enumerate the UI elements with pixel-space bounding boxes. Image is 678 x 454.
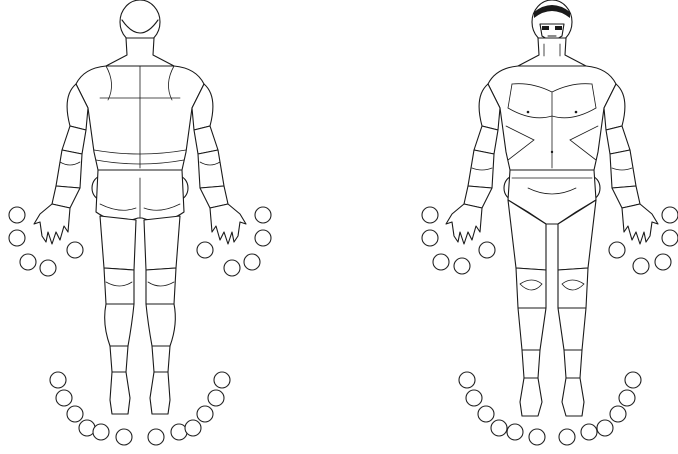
front-foot-marker[interactable] <box>625 372 641 388</box>
back-left-elbow <box>56 150 82 188</box>
back-left-hand-marker[interactable] <box>9 207 25 223</box>
back-foot-marker[interactable] <box>197 406 213 422</box>
front-right-hand-marker[interactable] <box>655 254 671 270</box>
front-foot-marker[interactable] <box>478 406 494 422</box>
back-foot-marker[interactable] <box>56 390 72 406</box>
back-foot-marker[interactable] <box>185 420 201 436</box>
back-left-knee <box>104 268 134 304</box>
front-foot-marker[interactable] <box>491 420 507 436</box>
back-foot-marker[interactable] <box>208 390 224 406</box>
back-head <box>120 0 160 44</box>
front-right-hand-marker[interactable] <box>662 207 678 223</box>
front-head <box>532 0 572 44</box>
back-left-hand-marker[interactable] <box>9 230 25 246</box>
front-foot-marker[interactable] <box>559 429 575 445</box>
back-left-hand <box>34 204 70 244</box>
back-right-knee <box>146 268 176 304</box>
front-foot-marker[interactable] <box>529 429 545 445</box>
front-right-hand <box>622 204 658 244</box>
back-view-figure <box>34 0 246 414</box>
back-left-hand-marker[interactable] <box>20 254 36 270</box>
back-right-foot <box>150 372 170 414</box>
back-foot-marker[interactable] <box>214 372 230 388</box>
back-foot-marker[interactable] <box>67 406 83 422</box>
front-foot-marker[interactable] <box>466 390 482 406</box>
front-feet-markers <box>459 372 641 445</box>
front-right-hand-marker[interactable] <box>662 230 678 246</box>
front-right-hand-marker[interactable] <box>609 242 625 258</box>
back-right-hand-marker[interactable] <box>224 260 240 276</box>
back-right-hand <box>210 204 246 244</box>
back-foot-marker[interactable] <box>50 372 66 388</box>
back-foot-marker[interactable] <box>79 420 95 436</box>
front-foot-marker[interactable] <box>459 372 475 388</box>
front-foot-marker[interactable] <box>581 424 597 440</box>
back-left-hand-marker[interactable] <box>67 242 83 258</box>
front-left-foot <box>520 378 542 416</box>
front-right-knee <box>558 268 588 308</box>
front-right-foot <box>562 378 584 416</box>
back-right-elbow <box>198 150 224 188</box>
back-left-hand-marker[interactable] <box>40 260 56 276</box>
front-left-knee <box>516 268 546 308</box>
back-foot-marker[interactable] <box>171 424 187 440</box>
back-pelvis <box>96 170 184 221</box>
back-torso <box>76 66 204 181</box>
front-left-hand-marker[interactable] <box>454 258 470 274</box>
back-foot-marker[interactable] <box>116 429 132 445</box>
back-foot-marker[interactable] <box>93 424 109 440</box>
front-torso <box>488 66 616 170</box>
back-left-foot <box>110 372 130 414</box>
front-foot-marker[interactable] <box>507 424 523 440</box>
front-right-hand-marker[interactable] <box>633 258 649 274</box>
front-foot-marker[interactable] <box>610 406 626 422</box>
front-left-hand-marker[interactable] <box>422 230 438 246</box>
back-right-hand-marker[interactable] <box>255 207 271 223</box>
back-right-hand-marker[interactable] <box>255 230 271 246</box>
front-left-hand-marker[interactable] <box>422 207 438 223</box>
back-right-hand-marker[interactable] <box>244 254 260 270</box>
front-foot-marker[interactable] <box>597 420 613 436</box>
front-left-hand <box>446 204 482 244</box>
front-foot-marker[interactable] <box>619 390 635 406</box>
back-feet-markers <box>50 372 230 445</box>
front-left-hand-marker[interactable] <box>433 254 449 270</box>
back-foot-marker[interactable] <box>148 429 164 445</box>
front-view-figure <box>446 0 658 416</box>
front-left-hand-marker[interactable] <box>479 242 495 258</box>
back-right-hand-marker[interactable] <box>197 242 213 258</box>
